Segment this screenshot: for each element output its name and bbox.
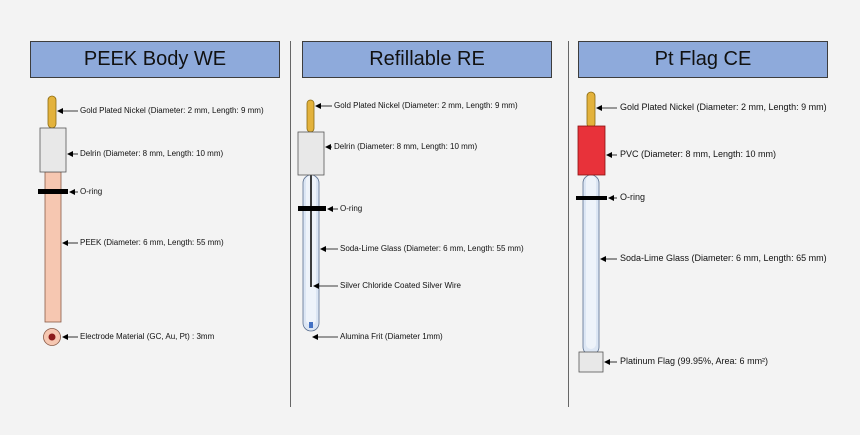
ce-pvc-cap [577, 125, 606, 176]
panel-title-re: Refillable RE [302, 41, 552, 78]
re-label-body: Soda-Lime Glass (Diameter: 6 mm, Length:… [340, 244, 524, 253]
ce-oring [576, 196, 607, 200]
ce-arrows [596, 105, 617, 365]
re-label-wire: Silver Chloride Coated Silver Wire [340, 281, 461, 290]
ce-label-cap: PVC (Diameter: 8 mm, Length: 10 mm) [620, 149, 777, 159]
re-oring [298, 206, 326, 211]
we-delrin-cap [39, 127, 67, 173]
we-label-cap: Delrin (Diameter: 8 mm, Length: 10 mm) [80, 149, 224, 158]
we-label-body: PEEK (Diameter: 6 mm, Length: 55 mm) [80, 238, 224, 247]
ce-platinum-flag [578, 351, 604, 373]
re-arrows [312, 103, 338, 340]
we-electrode-disc [48, 333, 56, 341]
re-label-cap: Delrin (Diameter: 8 mm, Length: 10 mm) [334, 142, 478, 151]
we-peek-body [44, 171, 62, 323]
ce-label-oring: O-ring [620, 192, 646, 202]
ce-label-flag: Platinum Flag (99.95%, Area: 6 mm²) [620, 356, 769, 366]
panel-divider-right [568, 41, 569, 407]
re-label-oring: O-ring [340, 204, 363, 213]
panel-title-we: PEEK Body WE [30, 41, 280, 78]
we-label-tip: Gold Plated Nickel (Diameter: 2 mm, Leng… [80, 106, 264, 115]
we-electrode [38, 95, 68, 346]
re-label-tip: Gold Plated Nickel (Diameter: 2 mm, Leng… [334, 101, 518, 110]
re-electrode [297, 99, 326, 332]
re-delrin-cap [297, 131, 325, 176]
re-alumina-frit [309, 322, 313, 328]
panel-title-ce: Pt Flag CE [578, 41, 828, 78]
ce-label-body: Soda-Lime Glass (Diameter: 6 mm, Length:… [620, 253, 827, 263]
ce-gold-tip [586, 91, 596, 129]
re-gold-tip [306, 99, 315, 133]
we-gold-tip [47, 95, 57, 129]
panel-divider-left [290, 41, 291, 407]
ce-label-tip: Gold Plated Nickel (Diameter: 2 mm, Leng… [620, 102, 827, 112]
we-label-electrode: Electrode Material (GC, Au, Pt) : 3mm [80, 332, 215, 341]
ce-electrode [576, 91, 607, 373]
ce-glass-inner [586, 175, 596, 349]
re-label-frit: Alumina Frit (Diameter 1mm) [340, 332, 443, 341]
we-label-oring: O-ring [80, 187, 103, 196]
we-arrows [57, 108, 78, 340]
we-oring [38, 189, 68, 194]
